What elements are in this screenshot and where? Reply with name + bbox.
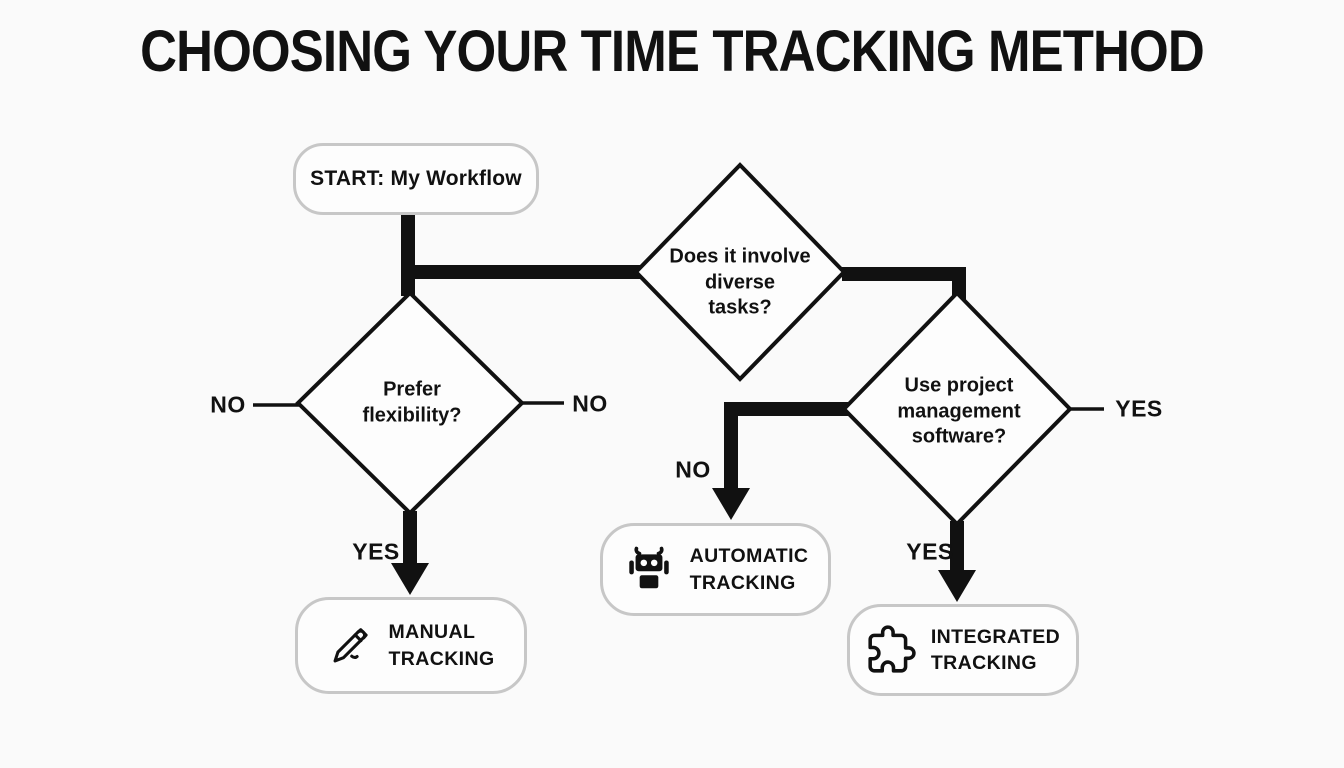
- software-line-2: management: [897, 400, 1021, 423]
- puzzle-icon: [866, 625, 916, 675]
- software-line-1: Use project: [904, 374, 1014, 397]
- arrowheads: [391, 488, 976, 602]
- automatic-tracking-label: AUTOMATIC TRACKING: [690, 543, 809, 595]
- diamond-prefer-flexibility: [295, 290, 525, 516]
- manual-label-line-2: TRACKING: [388, 647, 495, 670]
- connector-software-no-to-automatic: [724, 402, 850, 492]
- edge-label-yes-right: YES: [1115, 395, 1163, 422]
- arrowhead-integrated: [938, 570, 976, 602]
- connector-diverse-to-software: [842, 267, 966, 300]
- arrowhead-automatic: [712, 488, 750, 520]
- automatic-label-line-2: TRACKING: [689, 571, 796, 594]
- edge-label-no-right: NO: [572, 390, 608, 417]
- flexibility-line-1: Prefer: [383, 378, 441, 401]
- edge-label-yes-integrated: YES: [906, 538, 954, 565]
- pencil-icon: [327, 623, 373, 669]
- thick-connectors: [401, 213, 966, 573]
- diamond-prefer-flexibility-label: Prefer flexibility?: [363, 377, 462, 428]
- manual-label-line-1: MANUAL: [388, 621, 476, 644]
- edge-label-yes-manual: YES: [352, 538, 400, 565]
- automatic-label-line-1: AUTOMATIC: [689, 545, 809, 568]
- edge-label-no-middle: NO: [675, 456, 711, 483]
- thin-connectors: [253, 401, 1104, 411]
- edge-label-no-left: NO: [210, 391, 246, 418]
- start-node-label: START: My Workflow: [310, 167, 522, 190]
- manual-tracking-node: MANUAL TRACKING: [295, 597, 527, 694]
- arrowhead-manual: [391, 563, 429, 595]
- integrated-tracking-node: INTEGRATED TRACKING: [847, 604, 1079, 696]
- diverse-line-1: Does it involve: [669, 245, 811, 268]
- flexibility-line-2: flexibility?: [362, 404, 462, 426]
- diamond-project-software-label: Use project management software?: [897, 374, 1020, 451]
- software-line-3: software?: [911, 425, 1007, 448]
- page-title: CHOOSING YOUR TIME TRACKING METHOD: [140, 19, 1205, 84]
- diverse-line-3: tasks?: [708, 296, 772, 319]
- decision-diamonds: [295, 162, 1073, 527]
- integrated-label-line-1: INTEGRATED: [930, 625, 1061, 648]
- diamond-project-software: [841, 290, 1073, 527]
- diamond-diverse-tasks-label: Does it involve diverse tasks?: [669, 245, 810, 322]
- manual-tracking-label: MANUAL TRACKING: [388, 619, 494, 671]
- integrated-label-line-2: TRACKING: [930, 652, 1037, 674]
- integrated-tracking-label: INTEGRATED TRACKING: [931, 624, 1060, 676]
- start-node: START: My Workflow: [293, 143, 539, 215]
- automatic-tracking-node: AUTOMATIC TRACKING: [600, 523, 831, 616]
- diamond-diverse-tasks: [633, 162, 847, 382]
- robot-icon: [623, 544, 675, 596]
- diverse-line-2: diverse: [704, 271, 776, 294]
